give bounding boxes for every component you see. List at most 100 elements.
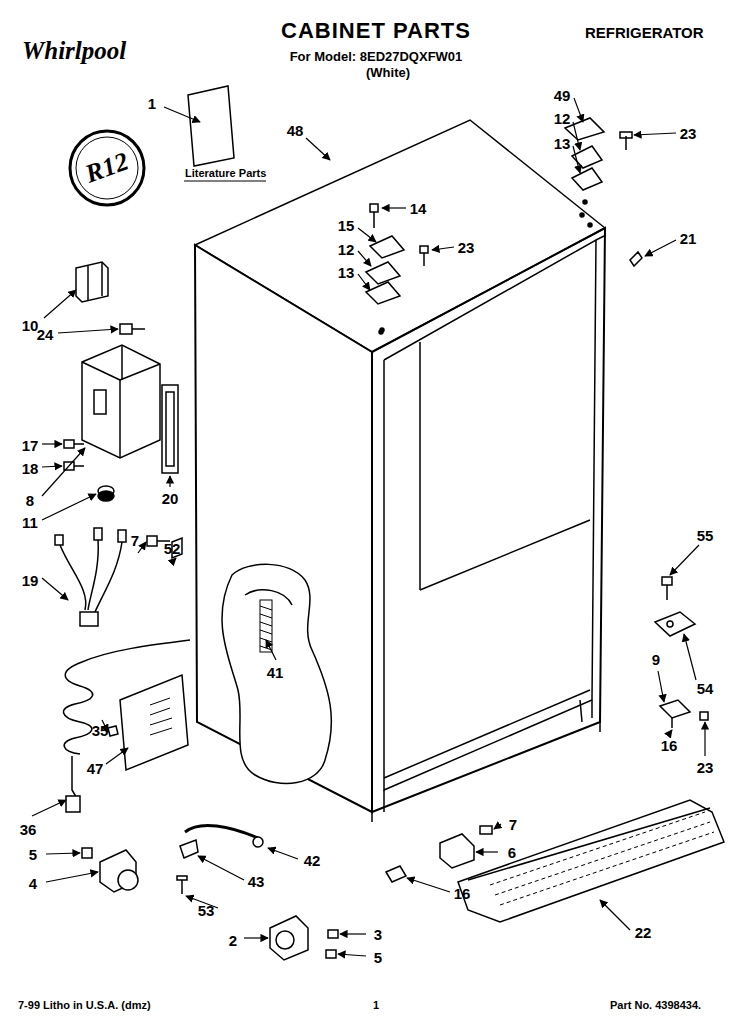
drawing-part [42, 466, 62, 467]
callout-number: 13 [554, 136, 571, 151]
part-16 [386, 866, 406, 882]
part-54 [655, 612, 695, 636]
screw-35 [108, 726, 118, 736]
callout-number: 11 [22, 515, 38, 530]
color-line: (White) [366, 66, 410, 79]
drawing-part [671, 718, 673, 728]
drawing-part [370, 204, 378, 228]
drawing-part [596, 236, 604, 240]
clip-43 [180, 840, 198, 858]
drawing-part [407, 878, 450, 892]
callout-number: 43 [248, 874, 265, 889]
callout-number: 48 [287, 123, 304, 138]
cord-36 [64, 640, 190, 812]
drawing-part [704, 722, 705, 756]
drawing-part [76, 262, 108, 302]
drawing-part [574, 98, 583, 122]
drawing-part [60, 540, 122, 612]
drawing-part [42, 443, 62, 444]
part-9 [660, 700, 690, 728]
drawing-part [340, 933, 366, 934]
callout-number: 16 [454, 886, 471, 901]
callout-number: 21 [680, 231, 697, 246]
drawing-part [82, 640, 190, 662]
callout-number: 7 [131, 533, 139, 548]
part-4 [100, 850, 138, 892]
drawing-part [419, 342, 421, 590]
drawing-part [82, 345, 160, 458]
callout-number: 16 [661, 738, 678, 753]
part-10 [76, 262, 108, 302]
drawing-part [42, 448, 85, 496]
drawing-part [306, 138, 330, 160]
callout-number: 55 [697, 528, 714, 543]
callout-number: 41 [267, 665, 284, 680]
drawing-part [87, 266, 89, 300]
callout-number: 35 [92, 723, 109, 738]
part-2 [270, 916, 308, 960]
part-20 [162, 385, 178, 473]
leader-lines [32, 98, 705, 956]
drawing-part [138, 542, 146, 553]
drawing-part [372, 722, 600, 822]
drawing-part [591, 700, 593, 718]
literature [188, 86, 234, 166]
drawing-part [600, 900, 630, 930]
drawing-part [80, 612, 98, 626]
drawing-part [580, 213, 584, 217]
callout-number: 52 [164, 541, 181, 556]
callout-number: 13 [338, 265, 355, 280]
drawing-part [150, 698, 172, 735]
grille-22 [458, 800, 724, 922]
drawing-part [420, 520, 590, 590]
model-line: For Model: 8ED27DQXFW01 [290, 50, 463, 63]
drawing-part [32, 800, 66, 816]
refrigerant-badge: R12 [82, 148, 132, 187]
drawing-part [383, 790, 385, 812]
drawing-part [420, 246, 428, 266]
drawing-part [572, 146, 602, 168]
drawing-part [55, 528, 126, 545]
part-8 [82, 345, 160, 458]
drawing-part [119, 380, 121, 458]
callout-number: 17 [22, 438, 39, 453]
callout-number: 5 [374, 950, 382, 965]
drawing-part [120, 675, 188, 770]
drawing-part [121, 345, 123, 380]
title: CABINET PARTS [281, 20, 471, 42]
callout-number: 10 [22, 318, 39, 333]
drawing-part [494, 824, 501, 829]
hinge-top-right [565, 118, 632, 204]
screw-17 [64, 440, 84, 448]
screw-55 [662, 577, 672, 600]
callout-number: 22 [635, 925, 652, 940]
drawing-part [94, 390, 106, 414]
cutaway [222, 564, 331, 783]
drawing-part [658, 671, 664, 702]
drawing-part [66, 796, 80, 812]
callout-number: 7 [509, 817, 517, 832]
callout-number: 12 [554, 111, 571, 126]
callout-number: 1 [148, 96, 156, 111]
drawing-part [583, 200, 587, 204]
drawing-part [98, 491, 114, 501]
callout-number: 2 [229, 933, 237, 948]
hinge-top-left [366, 204, 428, 332]
drawing-part [164, 107, 200, 122]
wire-harness-19 [55, 528, 126, 626]
drawing-part [260, 600, 272, 652]
drawing-part [573, 122, 580, 150]
callout-number: 5 [29, 847, 37, 862]
callout-number: 19 [22, 573, 39, 588]
drawing-part [101, 262, 103, 296]
screw-3-5 [326, 930, 338, 958]
drawing-part [106, 748, 128, 764]
callout-number: 18 [22, 461, 39, 476]
drawing-part [268, 848, 298, 859]
callout-number: 3 [374, 927, 382, 942]
callout-number: 54 [697, 681, 714, 696]
drawing-part [245, 590, 292, 605]
drawing-part [382, 207, 406, 208]
callout-number: 49 [554, 88, 571, 103]
drawing-part [645, 240, 676, 256]
